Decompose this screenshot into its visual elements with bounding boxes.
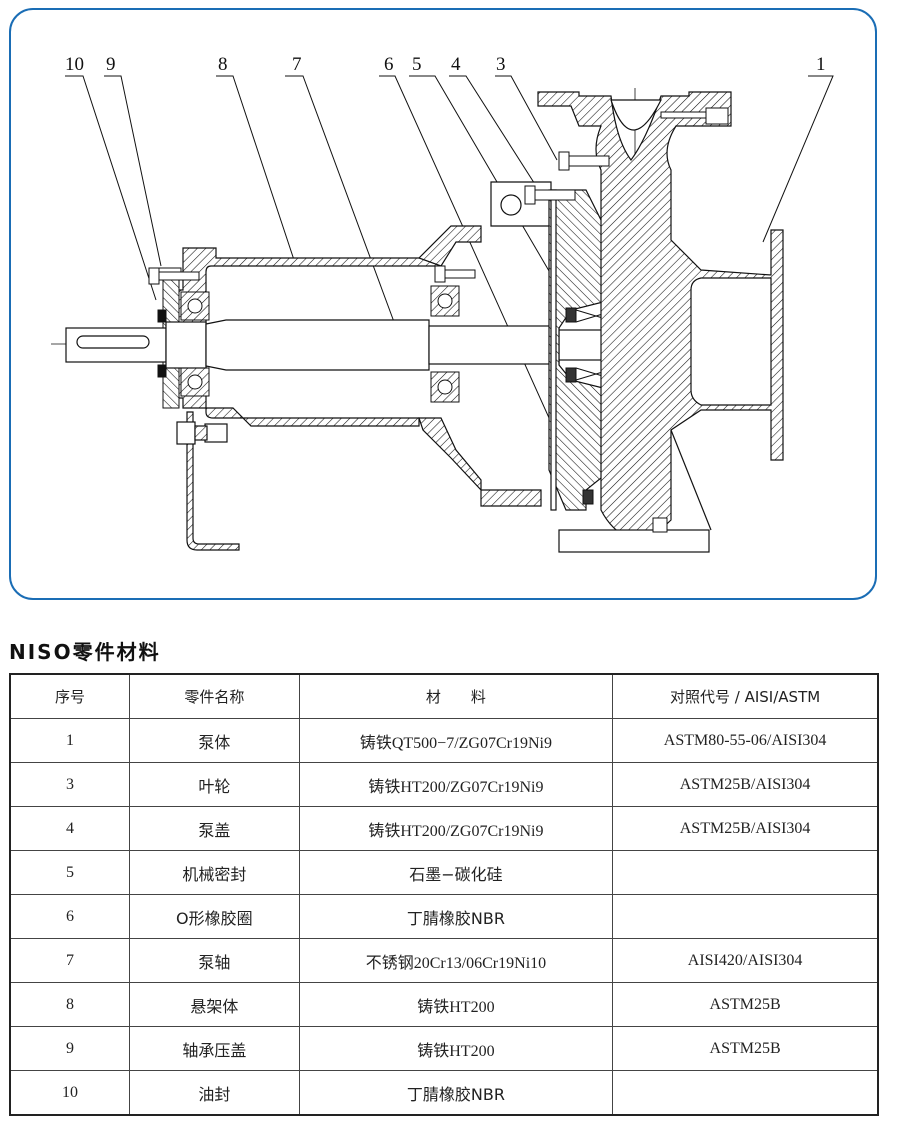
table-row: 8 悬架体 铸铁HT200 ASTM25B (9, 982, 879, 1027)
support-foot (176, 411, 240, 551)
bolts (148, 107, 729, 533)
cell-index: 1 (9, 718, 131, 763)
pump-shaft (65, 319, 687, 371)
cell-material: 铸铁HT200/ZG07Cr19Ni9 (298, 762, 614, 807)
cell-equivalent-code: ASTM80-55-06/AISI304 (612, 718, 879, 763)
header-equivalent-code: 对照代号 / AISI/ASTM (612, 673, 879, 719)
callout-labels: 10 9 8 7 6 5 4 3 1 (65, 54, 826, 75)
cell-index: 5 (9, 850, 131, 895)
mechanical-seal (565, 307, 617, 505)
cell-material: 不锈钢20Cr13/06Cr19Ni10 (298, 938, 614, 983)
cell-equivalent-code: ASTM25B (612, 982, 879, 1027)
cell-equivalent-code: ASTM25B/AISI304 (612, 762, 879, 807)
cell-material: 铸铁QT500−7/ZG07Cr19Ni9 (298, 718, 614, 763)
cell-equivalent-code: AISI420/AISI304 (612, 938, 879, 983)
callout-1: 1 (816, 54, 826, 75)
callout-3: 3 (496, 54, 506, 75)
cell-part-name: 悬架体 (129, 982, 300, 1027)
cell-part-name: O形橡胶圈 (129, 894, 300, 939)
cell-part-name: 泵体 (129, 718, 300, 763)
cell-part-name: 泵盖 (129, 806, 300, 851)
cell-part-name: 轴承压盖 (129, 1026, 300, 1071)
cell-index: 6 (9, 894, 131, 939)
cell-equivalent-code (612, 1070, 879, 1116)
table-row: 5 机械密封 石墨−碳化硅 (9, 850, 879, 895)
cell-material: 石墨−碳化硅 (298, 850, 614, 895)
cell-equivalent-code (612, 850, 879, 895)
cell-material: 铸铁HT200/ZG07Cr19Ni9 (298, 806, 614, 851)
cell-index: 7 (9, 938, 131, 983)
callout-9: 9 (106, 54, 116, 75)
cell-index: 3 (9, 762, 131, 807)
cell-equivalent-code: ASTM25B (612, 1026, 879, 1071)
pump-cross-section-drawing: 10 9 8 7 6 5 4 3 1 (51, 54, 834, 553)
table-row: 4 泵盖 铸铁HT200/ZG07Cr19Ni9 ASTM25B/AISI304 (9, 806, 879, 851)
cell-index: 10 (9, 1070, 131, 1116)
cell-material: 丁腈橡胶NBR (298, 894, 614, 939)
cell-part-name: 机械密封 (129, 850, 300, 895)
table-row: 1 泵体 铸铁QT500−7/ZG07Cr19Ni9 ASTM80-55-06/… (9, 718, 879, 763)
header-material: 材 料 (298, 673, 614, 719)
callout-8: 8 (218, 54, 228, 75)
cell-index: 4 (9, 806, 131, 851)
table-row: 7 泵轴 不锈钢20Cr13/06Cr19Ni10 AISI420/AISI30… (9, 938, 879, 983)
callout-7: 7 (292, 54, 302, 75)
cell-part-name: 泵轴 (129, 938, 300, 983)
table-row: 9 轴承压盖 铸铁HT200 ASTM25B (9, 1026, 879, 1071)
section-title: NISO零件材料 (9, 640, 161, 664)
cell-equivalent-code: ASTM25B/AISI304 (612, 806, 879, 851)
callout-4: 4 (451, 54, 461, 75)
header-part-name: 零件名称 (129, 673, 300, 719)
pump-casing (537, 91, 784, 553)
cell-material: 铸铁HT200 (298, 1026, 614, 1071)
callout-5: 5 (412, 54, 422, 75)
bearings (180, 285, 460, 403)
table-row: 10 油封 丁腈橡胶NBR (9, 1070, 879, 1116)
table-header-row: 序号 零件名称 材 料 对照代号 / AISI/ASTM (9, 673, 879, 719)
callout-10: 10 (65, 54, 84, 75)
table-row: 3 叶轮 铸铁HT200/ZG07Cr19Ni9 ASTM25B/AISI304 (9, 762, 879, 807)
cell-equivalent-code (612, 894, 879, 939)
cell-index: 8 (9, 982, 131, 1027)
header-index: 序号 (9, 673, 131, 719)
bearing-housing (168, 181, 552, 507)
callout-6: 6 (384, 54, 394, 75)
leader-lines (65, 75, 834, 481)
drawing-frame: 10 9 8 7 6 5 4 3 1 (9, 8, 877, 600)
table-row: 6 O形橡胶圈 丁腈橡胶NBR (9, 894, 879, 939)
cell-part-name: 叶轮 (129, 762, 300, 807)
parts-materials-table: 序号 零件名称 材 料 对照代号 / AISI/ASTM 1 泵体 铸铁QT50… (9, 673, 879, 1116)
cell-material: 铸铁HT200 (298, 982, 614, 1027)
cell-material: 丁腈橡胶NBR (298, 1070, 614, 1116)
cell-part-name: 油封 (129, 1070, 300, 1116)
cell-index: 9 (9, 1026, 131, 1071)
